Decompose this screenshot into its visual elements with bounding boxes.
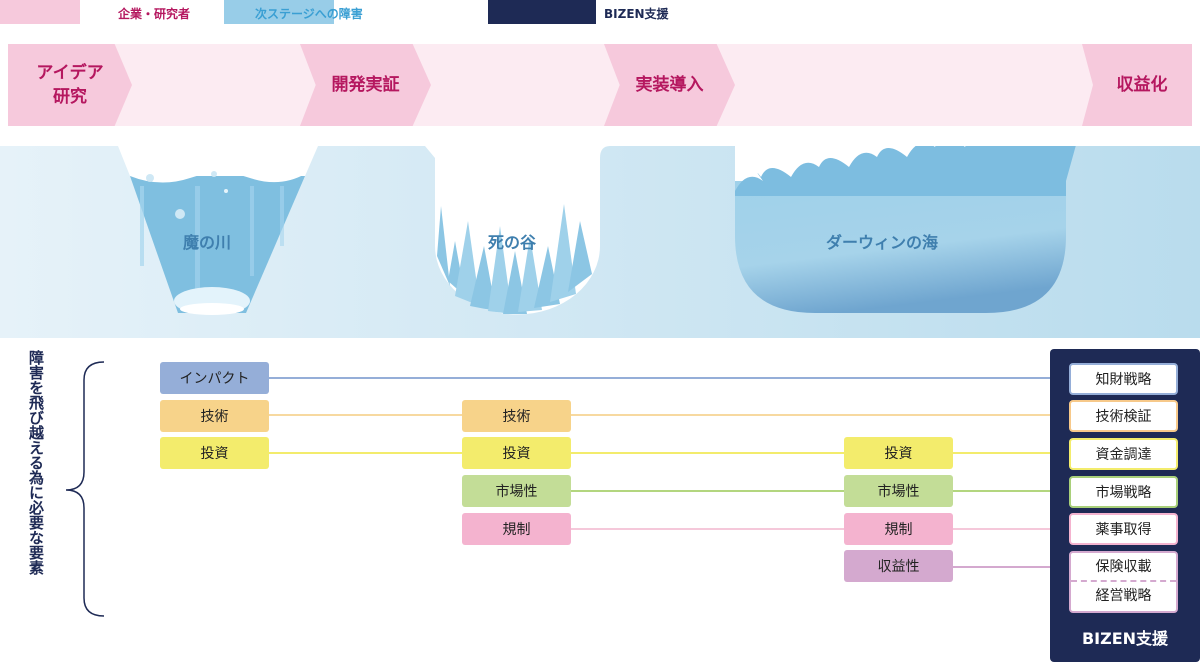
impact-line bbox=[268, 377, 1070, 379]
tag-profit: 収益性 bbox=[844, 550, 953, 582]
tag-market: 市場性 bbox=[462, 475, 571, 507]
tag-regulation: 規制 bbox=[844, 513, 953, 545]
bizen-support-title: BIZEN支援 bbox=[1081, 629, 1169, 648]
support-insurance-management: 保険収載 経営戦略 bbox=[1069, 551, 1178, 613]
legend-swatch-company bbox=[0, 0, 80, 24]
stage-implementation: 実装導入 bbox=[604, 44, 735, 126]
tag-impact: インパクト bbox=[160, 362, 269, 394]
tag-market: 市場性 bbox=[844, 475, 953, 507]
legend-swatch-obstacle bbox=[224, 0, 334, 24]
stage-bar: アイデア研究 開発実証 実装導入 収益化 bbox=[8, 44, 1192, 126]
stage-development: 開発実証 bbox=[300, 44, 431, 126]
support-market-strategy: 市場戦略 bbox=[1069, 476, 1178, 508]
obstacle-label-sea: ダーウィンの海 bbox=[826, 233, 939, 252]
regulation-line bbox=[571, 528, 1070, 530]
tag-invest: 投資 bbox=[844, 437, 953, 469]
tech-line bbox=[268, 414, 1070, 416]
legend-label-company: 企業・研究者 bbox=[118, 7, 191, 21]
stage-label: 開発実証 bbox=[331, 75, 400, 95]
obstacle-landscape bbox=[0, 146, 1200, 338]
stage-label: アイデア bbox=[36, 63, 104, 83]
stage-label: 研究 bbox=[53, 87, 87, 107]
support-ip-strategy: 知財戦略 bbox=[1069, 363, 1178, 395]
stage-idea-research: アイデア研究 bbox=[8, 44, 132, 126]
stage-label: 収益化 bbox=[1116, 75, 1168, 95]
support-tech-verification: 技術検証 bbox=[1069, 400, 1178, 432]
support-regulatory: 薬事取得 bbox=[1069, 513, 1178, 545]
obstacle-label-river: 魔の川 bbox=[183, 233, 232, 252]
tag-invest: 投資 bbox=[160, 437, 269, 469]
tag-tech: 技術 bbox=[160, 400, 269, 432]
support-management: 経営戦略 bbox=[1095, 588, 1152, 604]
tag-tech: 技術 bbox=[462, 400, 571, 432]
obstacle-label-valley: 死の谷 bbox=[488, 233, 537, 252]
invest-line bbox=[268, 452, 1070, 454]
bizen-support-panel: 知財戦略 技術検証 資金調達 市場戦略 薬事取得 保険収載 経営戦略 BIZEN… bbox=[1050, 349, 1200, 662]
legend-swatch-bizen bbox=[488, 0, 596, 24]
brace-icon bbox=[65, 361, 105, 617]
legend-label-bizen: BIZEN支援 bbox=[604, 7, 669, 21]
stage-label: 実装導入 bbox=[635, 75, 704, 95]
requirements-label: 障害を飛び越える為に必要な要素 bbox=[27, 350, 45, 575]
legend-label-obstacle: 次ステージへの障害 bbox=[255, 7, 363, 21]
support-fundraising: 資金調達 bbox=[1069, 438, 1178, 470]
market-line bbox=[571, 490, 1070, 492]
river-of-devil bbox=[118, 146, 318, 315]
stage-monetization: 収益化 bbox=[1082, 44, 1192, 126]
valley-of-death bbox=[425, 146, 610, 315]
darwinian-sea bbox=[735, 146, 1076, 313]
tag-invest: 投資 bbox=[462, 437, 571, 469]
support-insurance: 保険収載 bbox=[1071, 553, 1176, 582]
tag-regulation: 規制 bbox=[462, 513, 571, 545]
profit-line bbox=[953, 566, 1070, 568]
